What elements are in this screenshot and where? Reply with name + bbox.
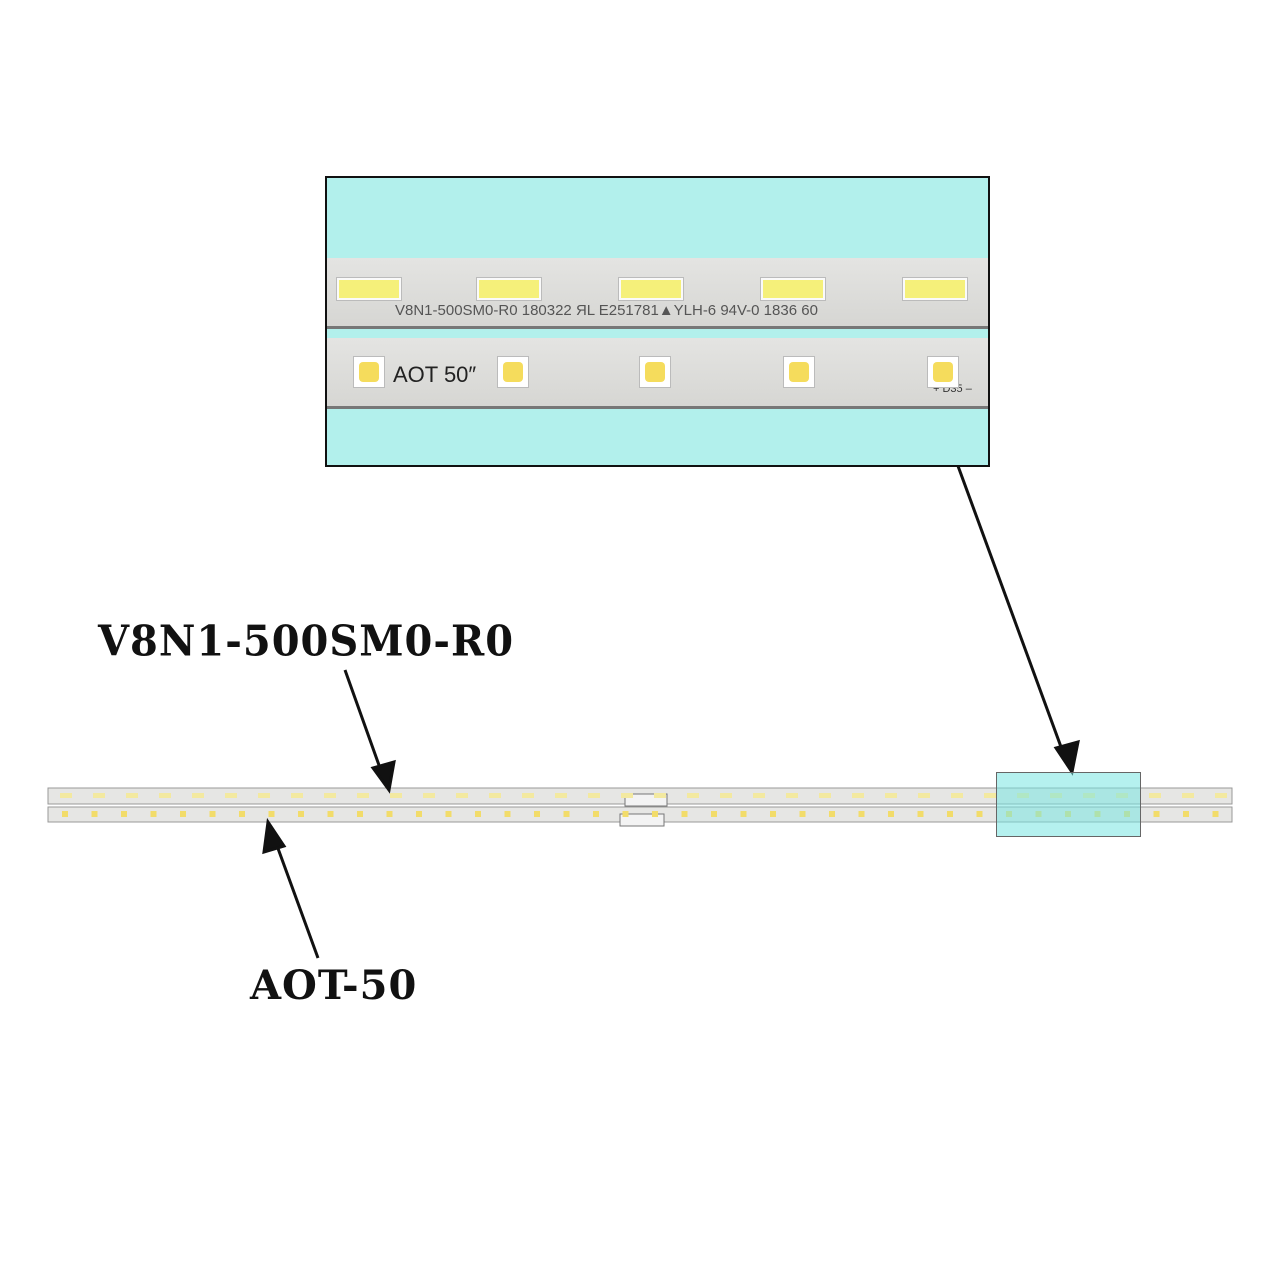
led — [91, 811, 98, 817]
led — [390, 793, 402, 798]
led — [475, 811, 481, 817]
inset-led — [497, 356, 529, 388]
led — [588, 793, 600, 798]
led — [858, 811, 865, 817]
led — [1153, 811, 1160, 817]
led — [489, 793, 501, 798]
led — [291, 793, 303, 798]
inset-led — [903, 278, 967, 300]
led — [445, 811, 452, 817]
led — [621, 793, 633, 798]
led — [209, 811, 216, 817]
led — [951, 793, 963, 798]
led — [885, 793, 897, 798]
inset-strip-bottom: AOT 50″ + D35 – — [327, 338, 988, 409]
arrows — [262, 465, 1080, 959]
led — [711, 811, 717, 817]
led — [62, 811, 68, 817]
led — [121, 811, 127, 817]
led — [423, 793, 435, 798]
led — [268, 811, 275, 817]
led — [622, 811, 629, 817]
led — [126, 793, 138, 798]
inset-strip-bottom-text: AOT 50″ — [393, 362, 477, 387]
led — [770, 811, 776, 817]
led — [1215, 793, 1227, 798]
led — [239, 811, 245, 817]
led — [1183, 811, 1189, 817]
inset-led — [639, 356, 671, 388]
zoom-inset: V8N1-500SM0-R0 180322 ЯL E251781▲YLH-6 9… — [325, 176, 990, 467]
led — [298, 811, 304, 817]
led — [753, 793, 765, 798]
arrow-inset — [956, 465, 1070, 767]
led — [654, 793, 666, 798]
inset-led — [927, 356, 959, 388]
inset-led — [477, 278, 541, 300]
inset-led — [761, 278, 825, 300]
inset-led — [783, 356, 815, 388]
inset-strip-top-text: V8N1-500SM0-R0 180322 ЯL E251781▲YLH-6 9… — [395, 302, 818, 319]
led — [593, 811, 599, 817]
led — [150, 811, 157, 817]
led — [555, 793, 567, 798]
arrow-bottom-part-head — [262, 817, 287, 855]
led — [159, 793, 171, 798]
led — [386, 811, 393, 817]
inset-led — [337, 278, 401, 300]
led — [652, 811, 658, 817]
arrow-top-part-head — [370, 759, 396, 794]
inset-led — [619, 278, 683, 300]
led — [180, 811, 186, 817]
led — [1149, 793, 1161, 798]
led — [984, 793, 996, 798]
led — [888, 811, 894, 817]
led — [357, 811, 363, 817]
led — [1212, 811, 1219, 817]
arrow-top-part — [343, 669, 387, 783]
arrow-inset-head — [1053, 739, 1080, 776]
led — [327, 811, 334, 817]
led — [192, 793, 204, 798]
led — [357, 793, 369, 798]
led — [799, 811, 806, 817]
inset-led — [353, 356, 385, 388]
led — [456, 793, 468, 798]
led — [93, 793, 105, 798]
bottom-strip-part-label: AOT-50 — [250, 962, 418, 1009]
led — [829, 811, 835, 817]
top-strip-part-label: V8N1-500SM0-R0 — [98, 616, 515, 667]
led — [720, 793, 732, 798]
led — [976, 811, 983, 817]
zoom-region-highlight — [996, 772, 1141, 837]
led — [740, 811, 747, 817]
led — [522, 793, 534, 798]
led — [1182, 793, 1194, 798]
led — [947, 811, 953, 817]
inset-strip-top: V8N1-500SM0-R0 180322 ЯL E251781▲YLH-6 9… — [327, 258, 988, 329]
led — [918, 793, 930, 798]
led — [917, 811, 924, 817]
arrow-bottom-part — [270, 831, 320, 959]
led — [681, 811, 688, 817]
led — [563, 811, 570, 817]
led — [258, 793, 270, 798]
led — [416, 811, 422, 817]
led — [504, 811, 511, 817]
led — [60, 793, 72, 798]
led — [324, 793, 336, 798]
led — [852, 793, 864, 798]
led — [534, 811, 540, 817]
led — [225, 793, 237, 798]
led — [786, 793, 798, 798]
led — [819, 793, 831, 798]
led — [687, 793, 699, 798]
